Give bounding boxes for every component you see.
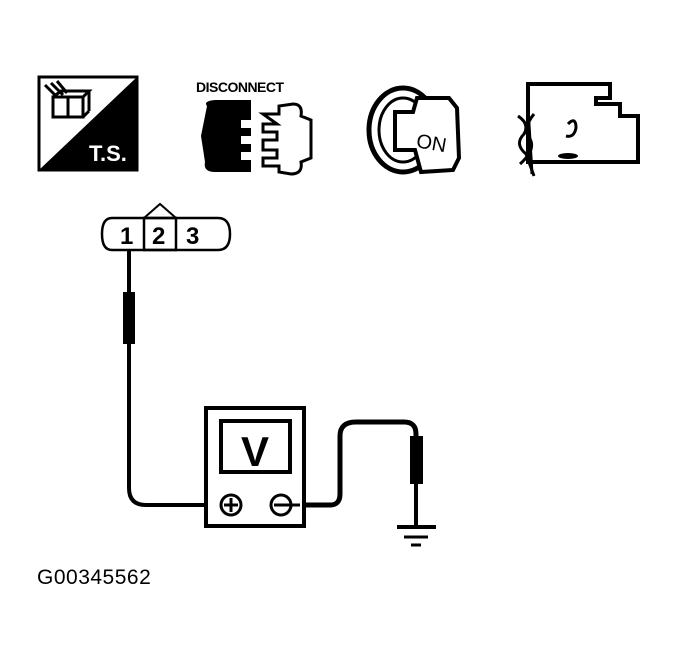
negative-probe-lead: [296, 419, 423, 527]
disconnect-icon: DISCONNECT: [193, 76, 343, 176]
figure-id-caption: G00345562: [37, 566, 152, 589]
terminal-3: 3: [186, 223, 199, 250]
voltmeter-label: V: [241, 428, 269, 475]
engine-running-icon: [517, 82, 640, 177]
voltmeter: V: [204, 406, 306, 528]
terminal-1: 1: [120, 223, 133, 250]
troubleshooting-icon: T.S.: [37, 75, 139, 172]
connector-diagram: 1 2 3: [100, 202, 232, 252]
terminal-2: 2: [152, 223, 165, 250]
positive-probe-lead: [123, 250, 212, 507]
disconnect-label: DISCONNECT: [196, 79, 285, 95]
connector-pins-icon: [43, 80, 93, 119]
ignition-on-label: ON: [415, 130, 448, 157]
ts-label: T.S.: [89, 141, 127, 166]
ground-symbol-icon: [397, 525, 436, 547]
fan-icon: [517, 107, 536, 177]
ignition-key-on-icon: ON: [366, 85, 462, 175]
connector-latch: [143, 202, 177, 219]
